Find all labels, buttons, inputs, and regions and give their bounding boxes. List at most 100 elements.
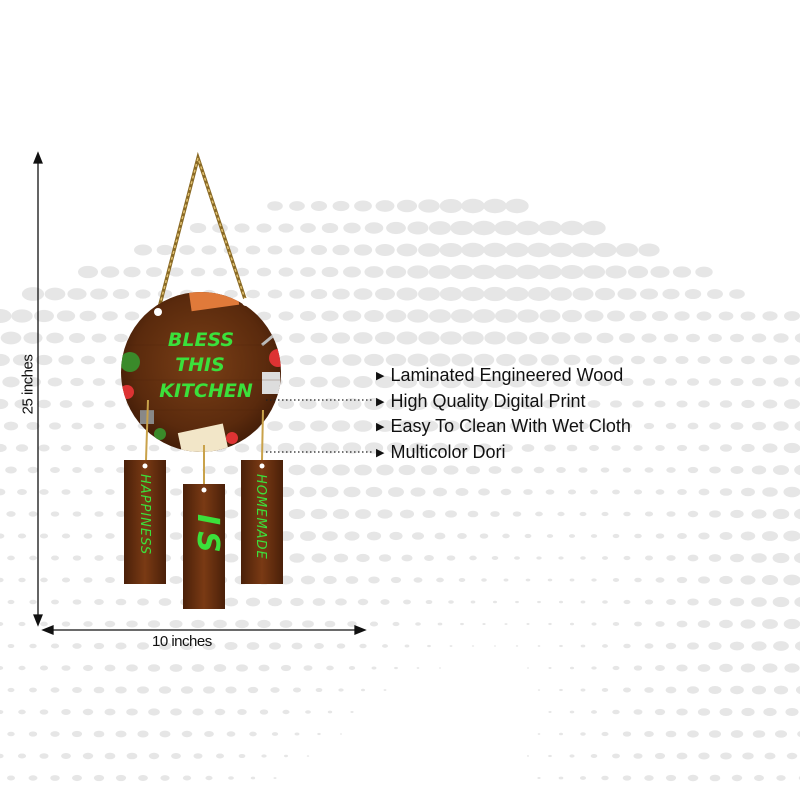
halftone-dot <box>584 310 604 322</box>
halftone-dot <box>271 732 279 736</box>
halftone-dot <box>499 443 513 453</box>
halftone-dot <box>0 533 5 539</box>
halftone-dot <box>385 353 407 367</box>
halftone-dot <box>135 289 151 299</box>
tag-left-text: HAPPINESS <box>137 474 152 555</box>
halftone-dot <box>491 555 499 561</box>
halftone-dot <box>761 575 779 585</box>
halftone-dot <box>730 553 744 563</box>
halftone-dot <box>292 687 302 693</box>
halftone-dot <box>506 331 528 345</box>
halftone-dot <box>434 532 446 540</box>
halftone-dot <box>580 732 586 736</box>
halftone-dot <box>343 486 361 498</box>
halftone-dot <box>12 354 32 366</box>
halftone-dot <box>578 467 588 473</box>
halftone-dot <box>582 220 606 236</box>
halftone-dot <box>205 775 213 781</box>
halftone-dot <box>655 621 665 627</box>
halftone-dot <box>476 443 492 453</box>
feature-label: High Quality Digital Print <box>390 391 586 411</box>
halftone-dot <box>26 422 40 430</box>
halftone-dot <box>294 732 300 736</box>
halftone-dot <box>0 753 4 759</box>
halftone-dot <box>591 622 597 626</box>
halftone-dot <box>273 777 277 779</box>
halftone-dot <box>396 331 418 345</box>
halftone-dot <box>104 664 116 672</box>
sign-line-1: BLESS <box>168 329 234 351</box>
halftone-dot <box>783 618 800 630</box>
halftone-dot <box>324 620 336 628</box>
halftone-dot <box>752 730 766 738</box>
halftone-dot <box>460 622 464 626</box>
halftone-dot <box>299 398 317 410</box>
halftone-dot <box>654 400 666 408</box>
halftone-dot <box>29 555 37 561</box>
halftone-dot <box>615 243 639 257</box>
halftone-dot <box>612 578 620 582</box>
halftone-dot <box>784 355 800 365</box>
halftone-dot <box>594 287 616 301</box>
halftone-dot <box>566 444 578 452</box>
halftone-dot <box>442 420 460 432</box>
halftone-dot <box>546 534 554 538</box>
halftone-dot <box>322 531 338 541</box>
halftone-dot <box>336 643 346 649</box>
halftone-dot <box>785 707 799 717</box>
halftone-dot <box>523 489 533 495</box>
halftone-dot <box>61 533 71 539</box>
halftone-dot <box>512 511 522 517</box>
feature-item: ▶Multicolor Dori <box>376 441 506 466</box>
halftone-dot <box>655 445 665 451</box>
halftone-dot <box>698 488 710 496</box>
halftone-dot <box>772 465 790 475</box>
halftone-dot <box>383 689 387 691</box>
halftone-dot <box>386 442 406 454</box>
halftone-dot <box>306 755 310 757</box>
halftone-dot <box>192 708 204 716</box>
halftone-dot <box>545 489 555 495</box>
halftone-dot <box>83 621 93 627</box>
halftone-dot <box>256 311 272 321</box>
tag-middle-text: IS <box>190 514 225 559</box>
halftone-dot <box>641 333 657 343</box>
halftone-dot <box>51 555 59 561</box>
halftone-dot <box>201 245 217 255</box>
sign-line-3: KITCHEN <box>159 380 253 402</box>
halftone-dot <box>115 730 127 738</box>
halftone-dot <box>83 533 93 539</box>
halftone-dot <box>587 400 601 408</box>
halftone-dot <box>134 244 152 256</box>
halftone-dot <box>191 664 205 672</box>
halftone-dot <box>698 576 710 584</box>
halftone-dot <box>612 709 620 715</box>
halftone-dot <box>485 376 505 388</box>
halftone-dot <box>0 331 22 345</box>
halftone-dot <box>278 355 294 365</box>
halftone-dot <box>396 287 418 301</box>
halftone-dot <box>612 533 620 539</box>
halftone-dot <box>437 622 443 626</box>
halftone-dot <box>729 597 745 607</box>
halftone-dot <box>386 397 406 411</box>
halftone-dot <box>314 642 324 650</box>
halftone-dot <box>633 445 643 451</box>
halftone-dot <box>521 444 535 452</box>
halftone-dot <box>676 576 688 584</box>
halftone-dot <box>452 398 472 410</box>
halftone-dot <box>427 644 431 648</box>
kitchen-doodles <box>121 292 281 452</box>
halftone-dot <box>310 464 328 476</box>
halftone-dot <box>267 201 283 211</box>
halftone-dot <box>464 420 482 432</box>
halftone-dot <box>612 622 620 626</box>
halftone-dot <box>617 288 637 300</box>
halftone-dot <box>397 420 417 432</box>
halftone-dot <box>310 420 328 432</box>
halftone-dot <box>37 399 51 409</box>
halftone-dot <box>0 666 4 670</box>
halftone-dot <box>751 641 767 651</box>
halftone-dot <box>436 577 444 583</box>
halftone-dot <box>698 532 710 540</box>
